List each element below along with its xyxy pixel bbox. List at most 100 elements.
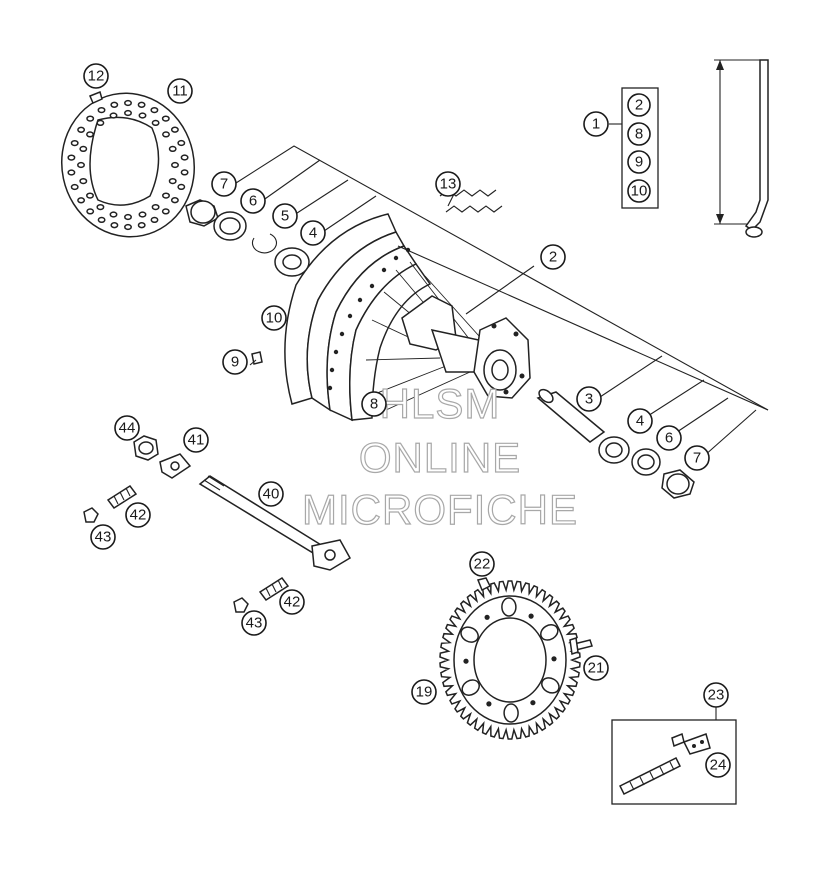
callout-40[interactable]: 40 [258,481,284,507]
disc-hole [177,139,186,147]
callout-4-right[interactable]: 4 [627,408,653,434]
disc-hole [109,211,118,218]
disc-hole [77,161,85,169]
callout-9-label: 9 [231,354,239,371]
callout-10-kit[interactable]: 10 [627,179,651,203]
left-spacer [185,199,219,227]
hub-spacer-tube [536,388,606,443]
callout-1-label: 1 [592,116,600,133]
adjuster-nut-left [83,507,99,523]
disc-hole [177,183,186,191]
adjuster-screw-left [106,484,138,510]
callout-12[interactable]: 12 [83,63,109,89]
sprocket-window [503,703,519,723]
spoke [744,59,769,238]
rim-spoke-hole [357,297,363,303]
callout-44[interactable]: 44 [114,415,140,441]
disc-hole [162,192,170,199]
rim-spoke-hole [327,385,333,391]
spoke-dimension [714,59,764,225]
disc-hole [86,192,94,199]
callout-1[interactable]: 1 [583,111,609,137]
callout-8[interactable]: 8 [361,391,387,417]
callout-9[interactable]: 9 [222,349,248,375]
disc-hole [86,115,95,122]
callout-7-right-label: 7 [693,450,701,467]
disc-hole [124,109,132,117]
wheel-hub [401,295,531,399]
callout-44-label: 44 [119,420,136,437]
callout-42-left[interactable]: 42 [125,502,151,528]
circlip [251,233,277,254]
callout-4-right-label: 4 [636,413,644,430]
callout-2-kit[interactable]: 2 [627,93,651,117]
callout-7-right[interactable]: 7 [684,445,710,471]
callout-19[interactable]: 19 [411,679,437,705]
callout-8-kit-label: 8 [635,126,643,143]
disc-hole [161,208,170,215]
callout-8-kit[interactable]: 8 [627,122,651,146]
callout-6-right[interactable]: 6 [656,425,682,451]
rim-spoke-hole [347,313,353,319]
left-shaft-seal [213,211,247,241]
chain-adjuster-left [159,453,192,479]
disc-hole [86,208,95,215]
callout-2-hub[interactable]: 2 [540,244,566,270]
brake-disc [60,92,196,238]
callout-5[interactable]: 5 [272,203,298,229]
disc-hole [138,211,147,218]
disc-hole [124,213,132,221]
callout-43-left[interactable]: 43 [90,524,116,550]
sprocket-window [541,677,560,694]
right-bearing [598,436,630,464]
disc-hole [86,131,94,138]
callout-24[interactable]: 24 [705,752,731,778]
disc-hole [168,145,177,153]
disc-hole [171,161,179,169]
callout-12-label: 12 [88,68,105,85]
disc-hole [151,203,160,211]
callout-5-label: 5 [281,208,289,225]
callout-10-rim[interactable]: 10 [261,305,287,331]
callout-23[interactable]: 23 [703,682,729,708]
callout-24-label: 24 [710,757,727,774]
sprocket-bolt [569,637,593,655]
callout-41-label: 41 [188,432,205,449]
disc-hole [96,119,105,127]
sprocket-window [461,679,480,696]
callout-10-rim-label: 10 [266,310,283,327]
disc-hole [110,101,119,108]
sprocket-bolt-hole [528,613,534,619]
callout-9-kit-label: 9 [635,154,643,171]
disc-hole [137,101,146,108]
disc-hole [150,106,159,114]
callout-42-left-label: 42 [130,507,147,524]
callout-21[interactable]: 21 [583,655,609,681]
callout-4-left[interactable]: 4 [300,220,326,246]
disc-hole [77,197,86,204]
callout-11-label: 11 [172,83,188,100]
callout-10-kit-label: 10 [631,183,648,200]
watermark-line-1: HLSM [380,380,501,427]
disc-hole [67,169,76,176]
callout-3-label: 3 [585,391,593,408]
callout-7-left[interactable]: 7 [211,171,237,197]
disc-hole [170,197,179,204]
callout-41[interactable]: 41 [183,427,209,453]
callout-13[interactable]: 13 [435,171,461,197]
watermark: HLSM ONLINE MICROFICHE [301,379,577,533]
callout-43-right[interactable]: 43 [241,610,267,636]
callout-22[interactable]: 22 [469,551,495,577]
callout-23-label: 23 [708,687,725,704]
rim-spoke-hole [393,255,399,261]
rim-spoke-hole [339,331,345,337]
callout-3[interactable]: 3 [576,386,602,412]
callout-6-left[interactable]: 6 [240,188,266,214]
callout-42-right[interactable]: 42 [279,589,305,615]
disc-hole [70,183,79,191]
disc-hole [109,112,118,119]
adjuster-screw-right [258,576,290,602]
callout-11[interactable]: 11 [167,78,193,104]
callout-9-kit[interactable]: 9 [627,150,651,174]
callout-40-label: 40 [263,486,280,503]
